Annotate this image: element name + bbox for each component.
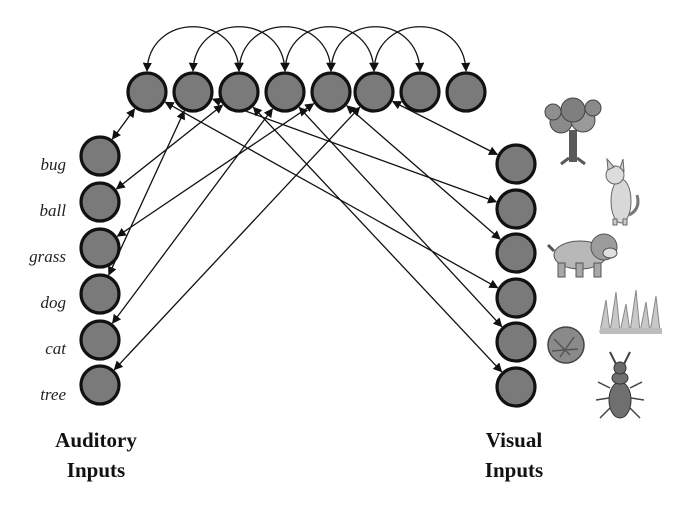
visual-unit: [495, 188, 537, 230]
auditory-units: [79, 135, 121, 406]
auditory-unit: [79, 181, 121, 223]
ball-icon: [547, 326, 585, 364]
auditory-unit: [79, 273, 121, 315]
auditory-word-labels: bug ball grass dog cat tree: [29, 155, 67, 404]
bug-icon: [595, 351, 645, 419]
dog-icon: [546, 233, 618, 278]
cross-connection: [252, 106, 503, 373]
cross-connection: [111, 108, 136, 140]
word-label-dog: dog: [41, 293, 67, 312]
cross-connection: [113, 106, 361, 371]
word-label-bug: bug: [41, 155, 67, 174]
recurrent-arc: [188, 26, 290, 72]
visual-unit: [495, 277, 537, 319]
auditory-inputs-label-line1: Auditory: [55, 428, 137, 452]
cross-connection: [346, 105, 501, 240]
hidden-unit: [264, 71, 306, 113]
hidden-unit: [126, 71, 168, 113]
hidden-unit: [172, 71, 214, 113]
word-label-cat: cat: [45, 339, 67, 358]
visual-inputs-label-line1: Visual: [486, 428, 543, 452]
cross-connection: [211, 97, 498, 204]
word-label-grass: grass: [29, 247, 66, 266]
tree-icon: [544, 97, 602, 166]
recurrent-arc: [326, 26, 425, 72]
auditory-unit: [79, 135, 121, 177]
recurrent-connections: [142, 26, 471, 72]
recurrent-arc: [142, 26, 244, 72]
visual-unit: [495, 321, 537, 363]
hidden-unit: [310, 71, 352, 113]
cross-connection: [391, 100, 499, 156]
hidden-unit: [399, 71, 441, 113]
visual-unit: [495, 143, 537, 185]
grass-icon: [599, 289, 662, 334]
word-label-tree: tree: [40, 385, 66, 404]
visual-units: [495, 143, 537, 408]
visual-unit: [495, 232, 537, 274]
cross-connection: [116, 103, 315, 237]
recurrent-arc: [234, 26, 336, 72]
auditory-inputs-label-line2: Inputs: [67, 458, 125, 482]
hidden-layer: [126, 71, 487, 113]
recurrent-arc: [280, 26, 379, 72]
auditory-unit: [79, 319, 121, 361]
hidden-unit: [218, 71, 260, 113]
visual-unit: [495, 366, 537, 408]
visual-inputs-label-line2: Inputs: [485, 458, 543, 482]
hidden-unit: [445, 71, 487, 113]
hidden-unit: [353, 71, 395, 113]
auditory-unit: [79, 364, 121, 406]
auditory-unit: [79, 227, 121, 269]
word-label-ball: ball: [40, 201, 67, 220]
cat-icon: [605, 157, 640, 226]
cross-connections: [108, 97, 503, 373]
recurrent-arc: [369, 26, 471, 72]
